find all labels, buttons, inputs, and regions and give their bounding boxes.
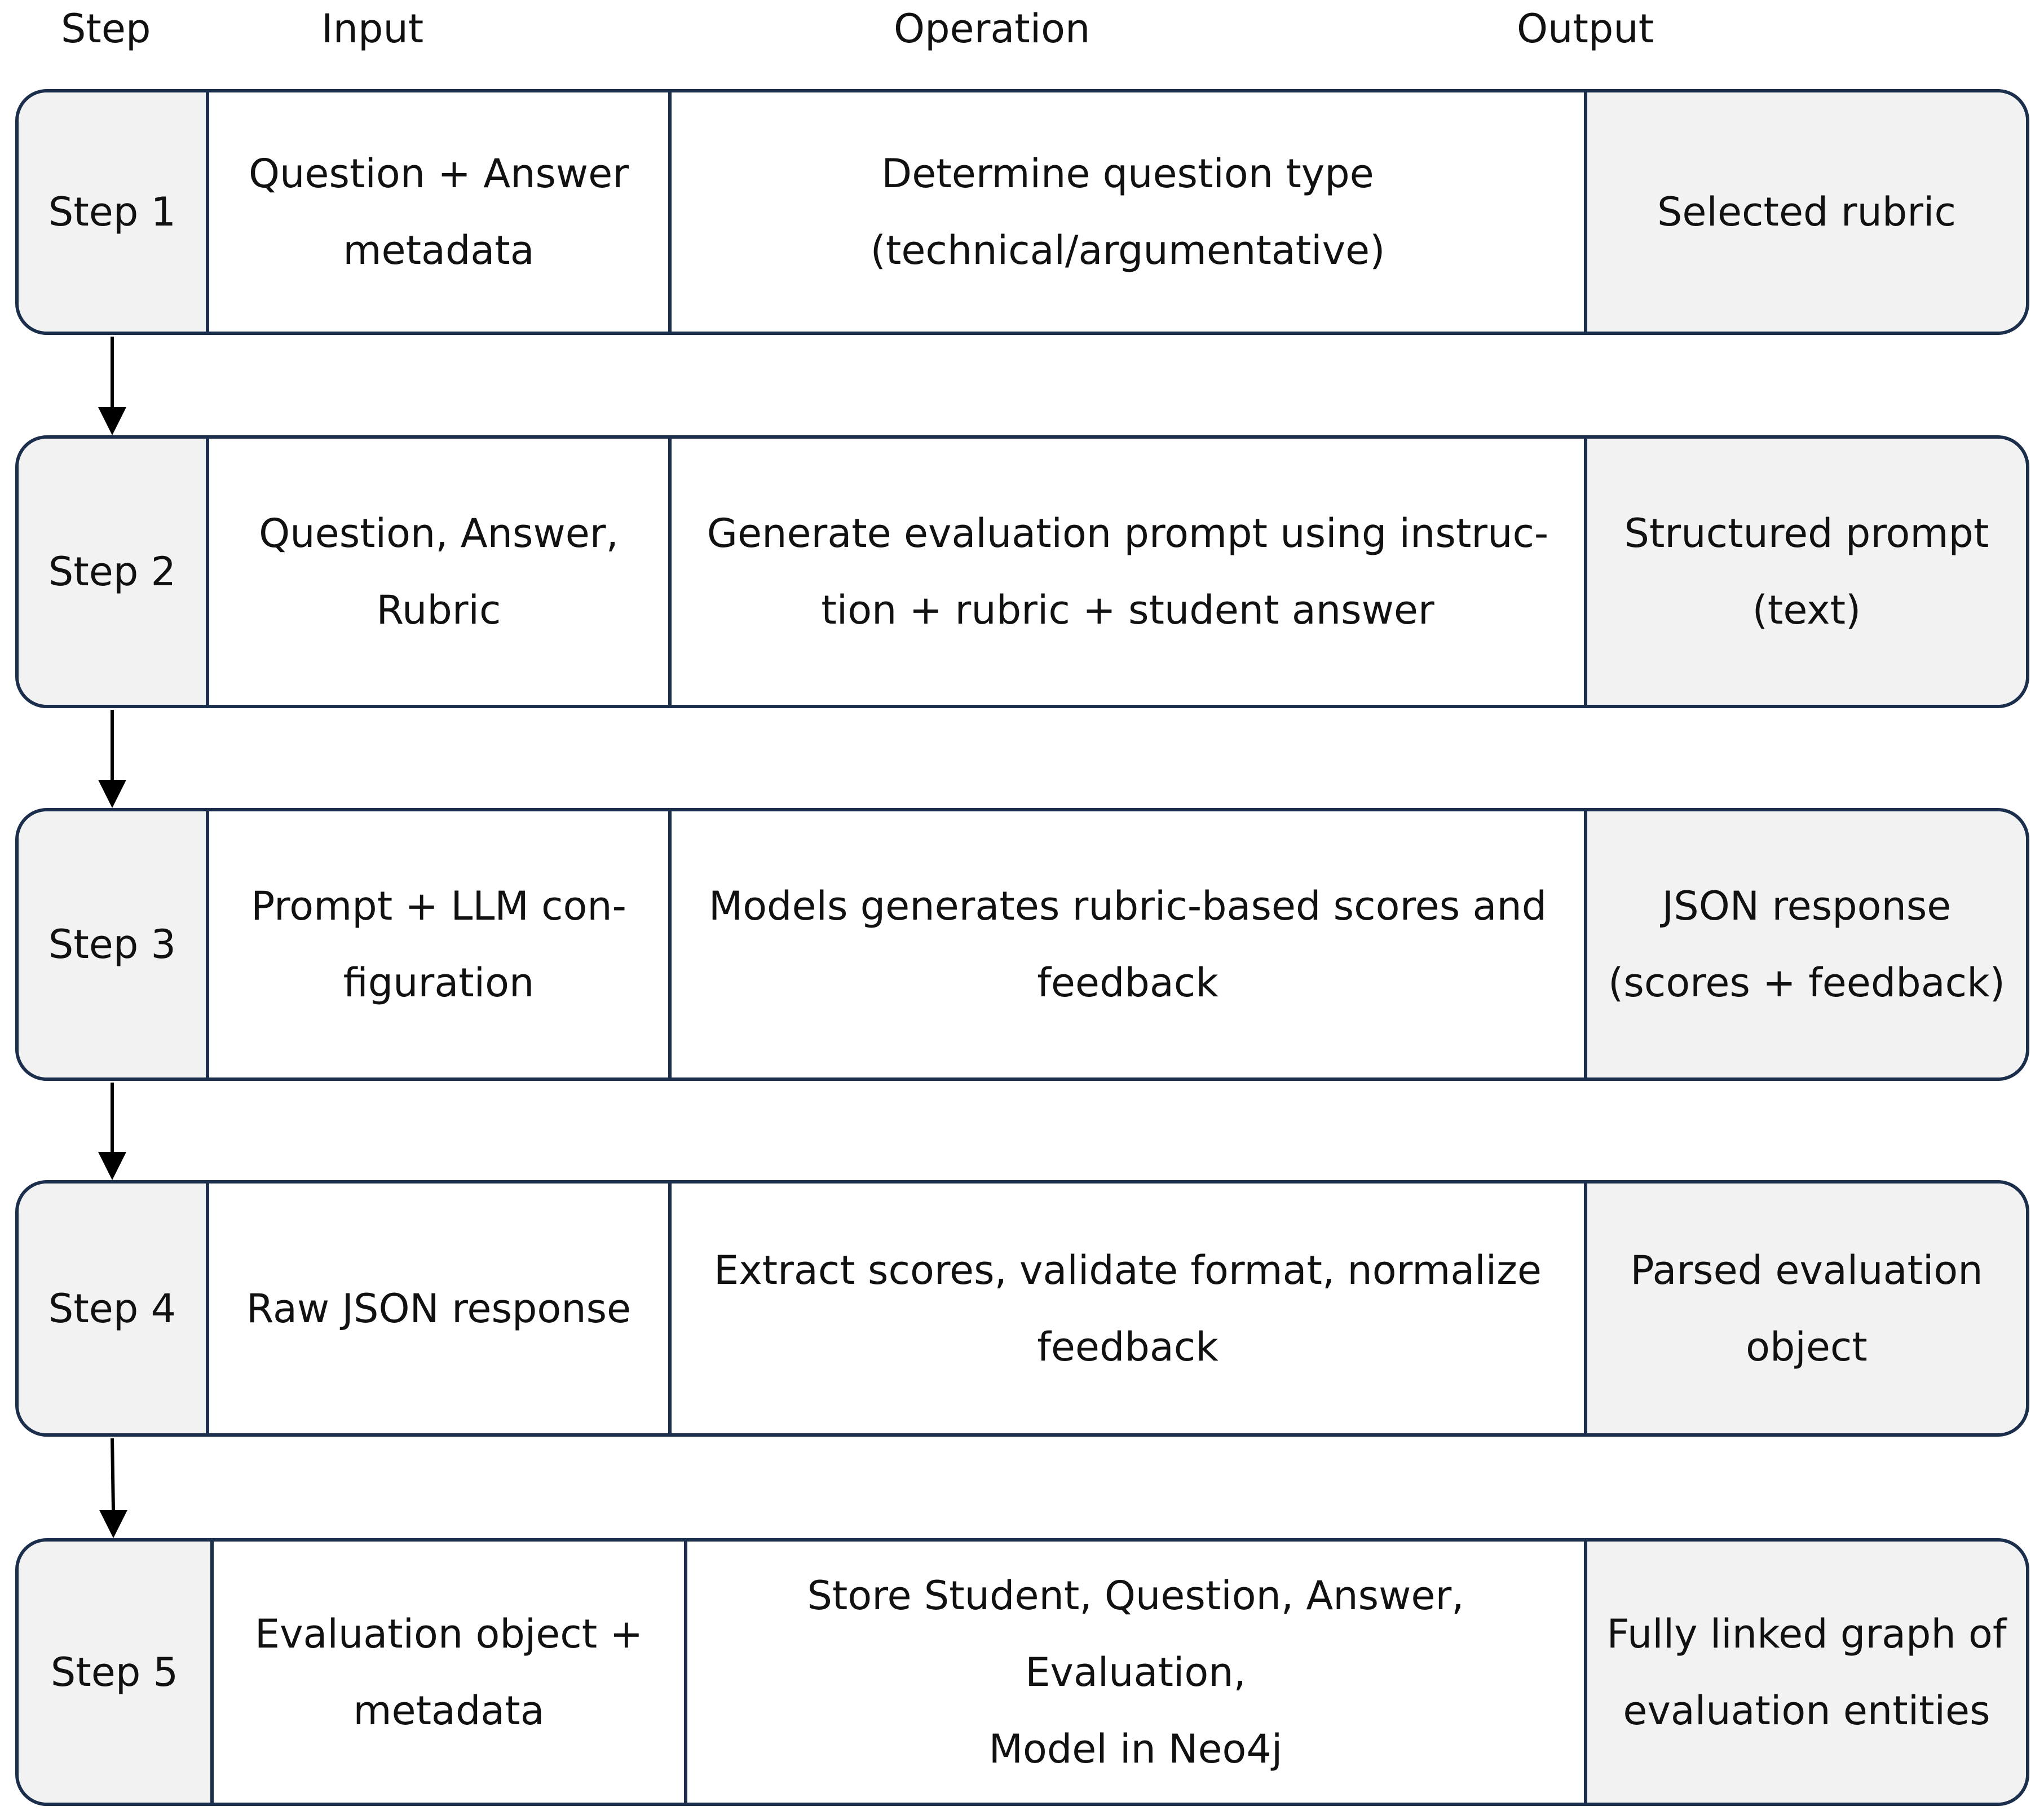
input-line: Rubric (376, 587, 501, 633)
operation-cell: Models generates rubric-based scores and… (672, 811, 1587, 1077)
step-row-5: Step 5 Evaluation object + metadata Stor… (15, 1538, 2029, 1806)
output-cell: Selected rubric (1587, 92, 2026, 332)
operation-line: Generate evaluation prompt using instruc… (707, 510, 1549, 557)
output-line: Selected rubric (1657, 189, 1956, 235)
operation-line: tion + rubric + student answer (821, 587, 1434, 633)
output-line: (scores + feedback) (1608, 960, 2005, 1006)
output-line: (text) (1752, 587, 1861, 633)
output-line: JSON response (1662, 883, 1952, 929)
input-line: metadata (353, 1687, 545, 1734)
output-line: Structured prompt (1624, 510, 1989, 557)
header-step: Step (61, 6, 151, 52)
operation-cell: Generate evaluation prompt using instruc… (672, 439, 1587, 705)
arrow-step1-to-step2 (98, 337, 126, 435)
arrow-step2-to-step3 (98, 710, 126, 808)
header-input: Input (321, 6, 424, 52)
step-label: Step 5 (50, 1649, 179, 1695)
step-label: Step 3 (48, 921, 176, 968)
input-line: Raw JSON response (246, 1285, 632, 1332)
step-label-cell: Step 4 (19, 1183, 209, 1433)
step-label-cell: Step 2 (19, 439, 209, 705)
input-line: Prompt + LLM con- (251, 883, 626, 929)
input-line: Question + Answer (248, 151, 629, 197)
output-cell: JSON response (scores + feedback) (1587, 811, 2026, 1077)
output-cell: Parsed evaluation object (1587, 1183, 2026, 1433)
operation-line: Store Student, Question, Answer, Evaluat… (807, 1572, 1464, 1695)
operation-line: Models generates rubric-based scores and (708, 883, 1547, 929)
operation-cell: Extract scores, validate format, normali… (672, 1183, 1587, 1433)
header-operation: Operation (894, 6, 1091, 52)
input-line: figuration (343, 960, 535, 1006)
operation-line: Extract scores, validate format, normali… (714, 1247, 1542, 1293)
operation-line: Model in Neo4j (988, 1725, 1283, 1772)
step-row-4: Step 4 Raw JSON response Extract scores,… (15, 1180, 2029, 1437)
output-line: Parsed evaluation (1630, 1247, 1983, 1293)
step-label-cell: Step 3 (19, 811, 209, 1077)
input-cell: Question, Answer, Rubric (209, 439, 672, 705)
arrow-step4-to-step5 (99, 1438, 127, 1538)
operation-line: Determine question type (881, 151, 1374, 197)
step-row-1: Step 1 Question + Answer metadata Determ… (15, 89, 2029, 335)
operation-line: (technical/argumentative) (870, 227, 1385, 273)
output-cell: Fully linked graph of evaluation entitie… (1587, 1542, 2026, 1803)
output-cell: Structured prompt (text) (1587, 439, 2026, 705)
step-row-2: Step 2 Question, Answer, Rubric Generate… (15, 435, 2029, 708)
input-cell: Question + Answer metadata (209, 92, 672, 332)
step-row-3: Step 3 Prompt + LLM con- figuration Mode… (15, 808, 2029, 1081)
step-label: Step 2 (48, 549, 176, 595)
output-line: object (1746, 1323, 1868, 1370)
step-label: Step 4 (48, 1285, 176, 1332)
operation-cell: Store Student, Question, Answer, Evaluat… (687, 1542, 1587, 1803)
step-label-cell: Step 1 (19, 92, 209, 332)
arrow-step3-to-step4 (98, 1083, 126, 1180)
step-label-cell: Step 5 (19, 1542, 214, 1803)
step-label: Step 1 (48, 189, 176, 235)
input-line: Evaluation object + (254, 1610, 643, 1657)
operation-line: feedback (1037, 960, 1219, 1006)
input-cell: Raw JSON response (209, 1183, 672, 1433)
input-line: Question, Answer, (259, 510, 619, 557)
output-line: Fully linked graph of (1606, 1610, 2007, 1657)
output-line: evaluation entities (1623, 1687, 1990, 1734)
header-output: Output (1517, 6, 1654, 52)
input-line: metadata (343, 227, 535, 273)
operation-line: feedback (1037, 1323, 1219, 1370)
input-cell: Prompt + LLM con- figuration (209, 811, 672, 1077)
input-cell: Evaluation object + metadata (214, 1542, 687, 1803)
operation-cell: Determine question type (technical/argum… (672, 92, 1587, 332)
